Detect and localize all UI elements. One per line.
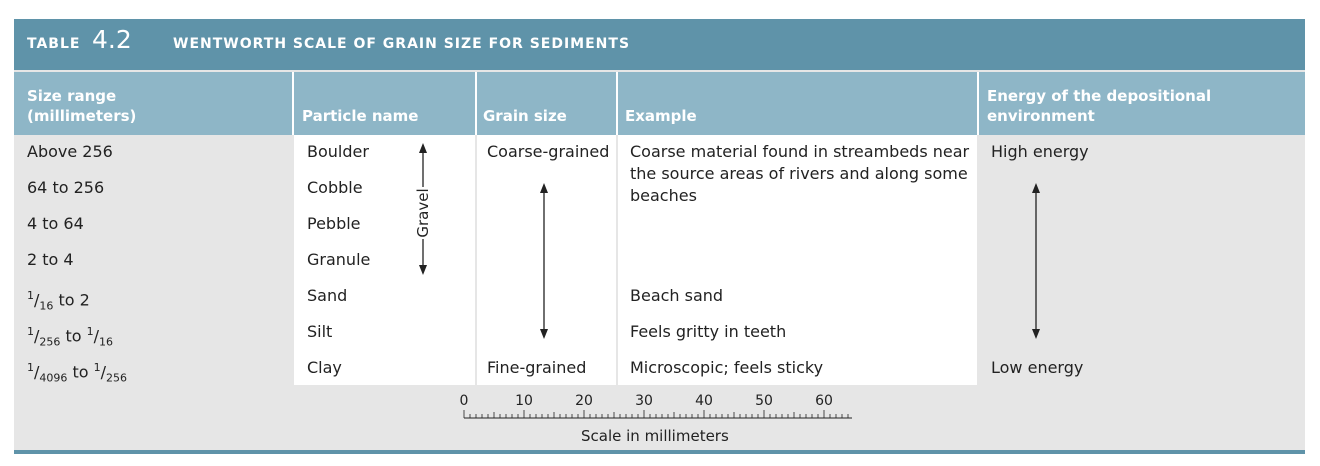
- header-divider: [475, 72, 477, 135]
- fraction-denominator: 256: [106, 371, 128, 385]
- particle-name-cell: Granule: [307, 250, 371, 269]
- fraction-denominator: 256: [39, 335, 61, 349]
- size-range-cell: Above 256: [27, 142, 113, 161]
- wentworth-table: TABLE 4.2 WENTWORTH SCALE OF GRAIN SIZE …: [14, 19, 1305, 454]
- gravel-label: Gravel: [414, 188, 432, 237]
- header-example: Example: [625, 72, 965, 135]
- particle-name-cell: Silt: [307, 322, 333, 341]
- scale-labels: 0 10 20 30 40 50 60: [460, 393, 833, 409]
- fraction-numerator: 1: [27, 361, 34, 374]
- scale-tick-label: 20: [575, 393, 593, 409]
- example-silt: Feels gritty in teeth: [630, 322, 787, 341]
- grain-column-bg: [477, 135, 616, 385]
- example-column-bg: [618, 135, 977, 385]
- gravel-range-arrow: Gravel: [414, 143, 432, 275]
- grain-coarse-label: Coarse-grained: [487, 142, 610, 161]
- table-bottom-bar: [14, 450, 1305, 454]
- header-particle-name: Particle name: [302, 72, 472, 135]
- header-particle-name-label: Particle name: [302, 107, 419, 125]
- header-example-label: Example: [625, 107, 697, 125]
- example-sand: Beach sand: [630, 286, 724, 305]
- grain-fine-label: Fine-grained: [487, 358, 587, 377]
- fraction-numerator: 1: [86, 325, 94, 338]
- header-divider: [977, 72, 979, 135]
- header-grain-size-label: Grain size: [483, 107, 567, 125]
- fraction-denominator: 4096: [39, 371, 68, 385]
- particle-name-cell: Boulder: [307, 142, 369, 161]
- table-header-row: Size range (millimeters) Particle name G…: [14, 72, 1305, 135]
- scale-caption: Scale in millimeters: [581, 427, 729, 445]
- table-title: WENTWORTH SCALE OF GRAIN SIZE FOR SEDIME…: [173, 36, 631, 52]
- fraction-denominator: 16: [99, 335, 114, 349]
- particle-name-cell: Sand: [307, 286, 348, 305]
- size-range-cell: 4 to 64: [27, 214, 84, 233]
- size-range-cell: 1/4096 to 1/256: [27, 361, 128, 385]
- scale-tick-label: 50: [755, 393, 773, 409]
- scale-tick-label: 40: [695, 393, 713, 409]
- particle-column-bg: [294, 135, 475, 385]
- millimeter-scale: 0 10 20 30 40 50 60: [460, 393, 852, 419]
- fraction-numerator: 1: [93, 361, 101, 374]
- table-number: 4.2: [92, 25, 132, 54]
- energy-high-label: High energy: [991, 142, 1089, 161]
- header-energy: Energy of the depositional environment: [987, 72, 1287, 135]
- energy-low-label: Low energy: [991, 358, 1084, 377]
- header-grain-size: Grain size: [483, 72, 613, 135]
- fraction-denominator: 16: [39, 299, 54, 313]
- particle-name-cell: Clay: [307, 358, 342, 377]
- example-coarse: Coarse material found in streambeds near…: [630, 142, 970, 205]
- size-range-cell: 2 to 4: [27, 250, 74, 269]
- scale-tick-label: 0: [460, 393, 469, 409]
- millimeter-scale-area: 0 10 20 30 40 50 60 Scale in millimeters: [14, 385, 1305, 449]
- scale-tick-label: 30: [635, 393, 653, 409]
- header-divider: [616, 72, 618, 135]
- scale-tick-label: 60: [815, 393, 833, 409]
- scale-ticks: [463, 410, 849, 418]
- particle-name-cell: Cobble: [307, 178, 363, 197]
- header-size-range: Size range (millimeters): [27, 72, 287, 135]
- size-range-text: to: [72, 362, 89, 382]
- header-energy-label: Energy of the depositional environment: [987, 87, 1212, 125]
- size-range-cell: 1/16 to 2: [27, 289, 90, 313]
- fraction-numerator: 1: [27, 289, 34, 302]
- header-divider: [292, 72, 294, 135]
- particle-name-cell: Pebble: [307, 214, 361, 233]
- grain-size-arrow: [540, 183, 548, 339]
- energy-arrow: [1032, 183, 1040, 339]
- table-label: TABLE: [27, 36, 81, 52]
- size-range-cell: 1/256 to 1/16: [27, 325, 114, 349]
- size-range-text: to: [65, 326, 82, 346]
- size-range-cell: 64 to 256: [27, 178, 105, 197]
- scale-tick-label: 10: [515, 393, 533, 409]
- fraction-numerator: 1: [27, 325, 34, 338]
- example-clay: Microscopic; feels sticky: [630, 358, 824, 377]
- header-size-range-label: Size range (millimeters): [27, 87, 137, 125]
- table-title-bar: TABLE 4.2 WENTWORTH SCALE OF GRAIN SIZE …: [14, 19, 1305, 70]
- size-range-text: to 2: [58, 290, 90, 310]
